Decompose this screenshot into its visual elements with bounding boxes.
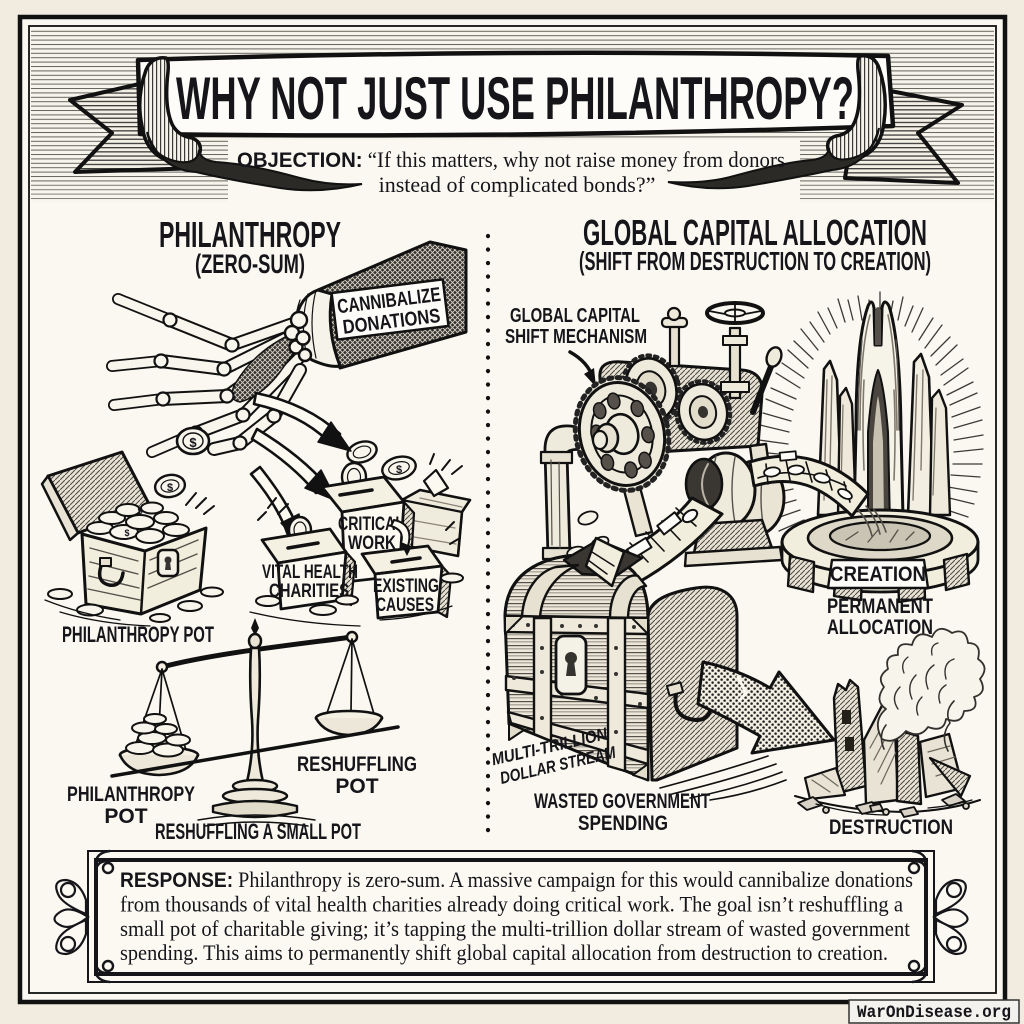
svg-text:EXISTING: EXISTING (373, 575, 439, 597)
svg-text:$: $ (137, 506, 142, 516)
svg-text:CAUSES: CAUSES (376, 594, 434, 616)
svg-text:$: $ (167, 482, 173, 494)
svg-text:spending. This aims to permane: spending. This aims to permanently shift… (120, 940, 888, 965)
svg-text:WarOnDisease.org: WarOnDisease.org (857, 1003, 1011, 1023)
svg-text:ALLOCATION: ALLOCATION (827, 616, 933, 639)
svg-text:from thousands of vital health: from thousands of vital health charities… (120, 892, 903, 917)
svg-text:$: $ (124, 528, 129, 538)
svg-text:OBJECTION: “If this matters, w: OBJECTION: “If this matters, why not rai… (237, 147, 785, 172)
svg-text:CRITICAL: CRITICAL (338, 513, 404, 535)
svg-text:small pot of charitable giving: small pot of charitable giving; it’s tap… (120, 916, 911, 941)
svg-text:DESTRUCTION: DESTRUCTION (829, 815, 953, 839)
svg-text:POT: POT (335, 775, 378, 798)
svg-text:(SHIFT FROM DESTRUCTION TO CRE: (SHIFT FROM DESTRUCTION TO CREATION) (579, 246, 931, 276)
svg-text:PERMANENT: PERMANENT (827, 595, 933, 618)
svg-text:$: $ (396, 464, 402, 476)
svg-text:POT: POT (104, 805, 147, 828)
svg-text:WORK: WORK (348, 532, 396, 554)
svg-text:PHILANTHROPY: PHILANTHROPY (67, 783, 195, 806)
svg-text:PHILANTHROPY: PHILANTHROPY (159, 214, 341, 255)
svg-text:CHARITIES: CHARITIES (269, 580, 349, 602)
svg-text:GLOBAL CAPITAL: GLOBAL CAPITAL (510, 304, 640, 327)
svg-text:GLOBAL CAPITAL ALLOCATION: GLOBAL CAPITAL ALLOCATION (583, 212, 927, 253)
svg-text:(ZERO-SUM): (ZERO-SUM) (195, 249, 305, 279)
svg-text:RESHUFFLING: RESHUFFLING (297, 753, 417, 776)
svg-text:PHILANTHROPY POT: PHILANTHROPY POT (62, 622, 214, 647)
svg-text:RESHUFFLING A SMALL POT: RESHUFFLING A SMALL POT (155, 819, 361, 844)
svg-text:SPENDING: SPENDING (578, 811, 668, 835)
svg-text:WASTED GOVERNMENT: WASTED GOVERNMENT (534, 789, 710, 813)
svg-text:CREATION: CREATION (830, 563, 926, 586)
svg-text:VITAL HEALTH: VITAL HEALTH (262, 561, 358, 583)
svg-text:$: $ (189, 435, 197, 450)
svg-text:WHY NOT JUST USE PHILANTHROPY?: WHY NOT JUST USE PHILANTHROPY? (176, 65, 854, 132)
svg-text:RESPONSE: Philanthropy is zero: RESPONSE: Philanthropy is zero-sum. A ma… (120, 867, 913, 892)
svg-text:SHIFT MECHANISM: SHIFT MECHANISM (505, 325, 647, 348)
svg-text:instead of complicated bonds?”: instead of complicated bonds?” (379, 172, 656, 197)
